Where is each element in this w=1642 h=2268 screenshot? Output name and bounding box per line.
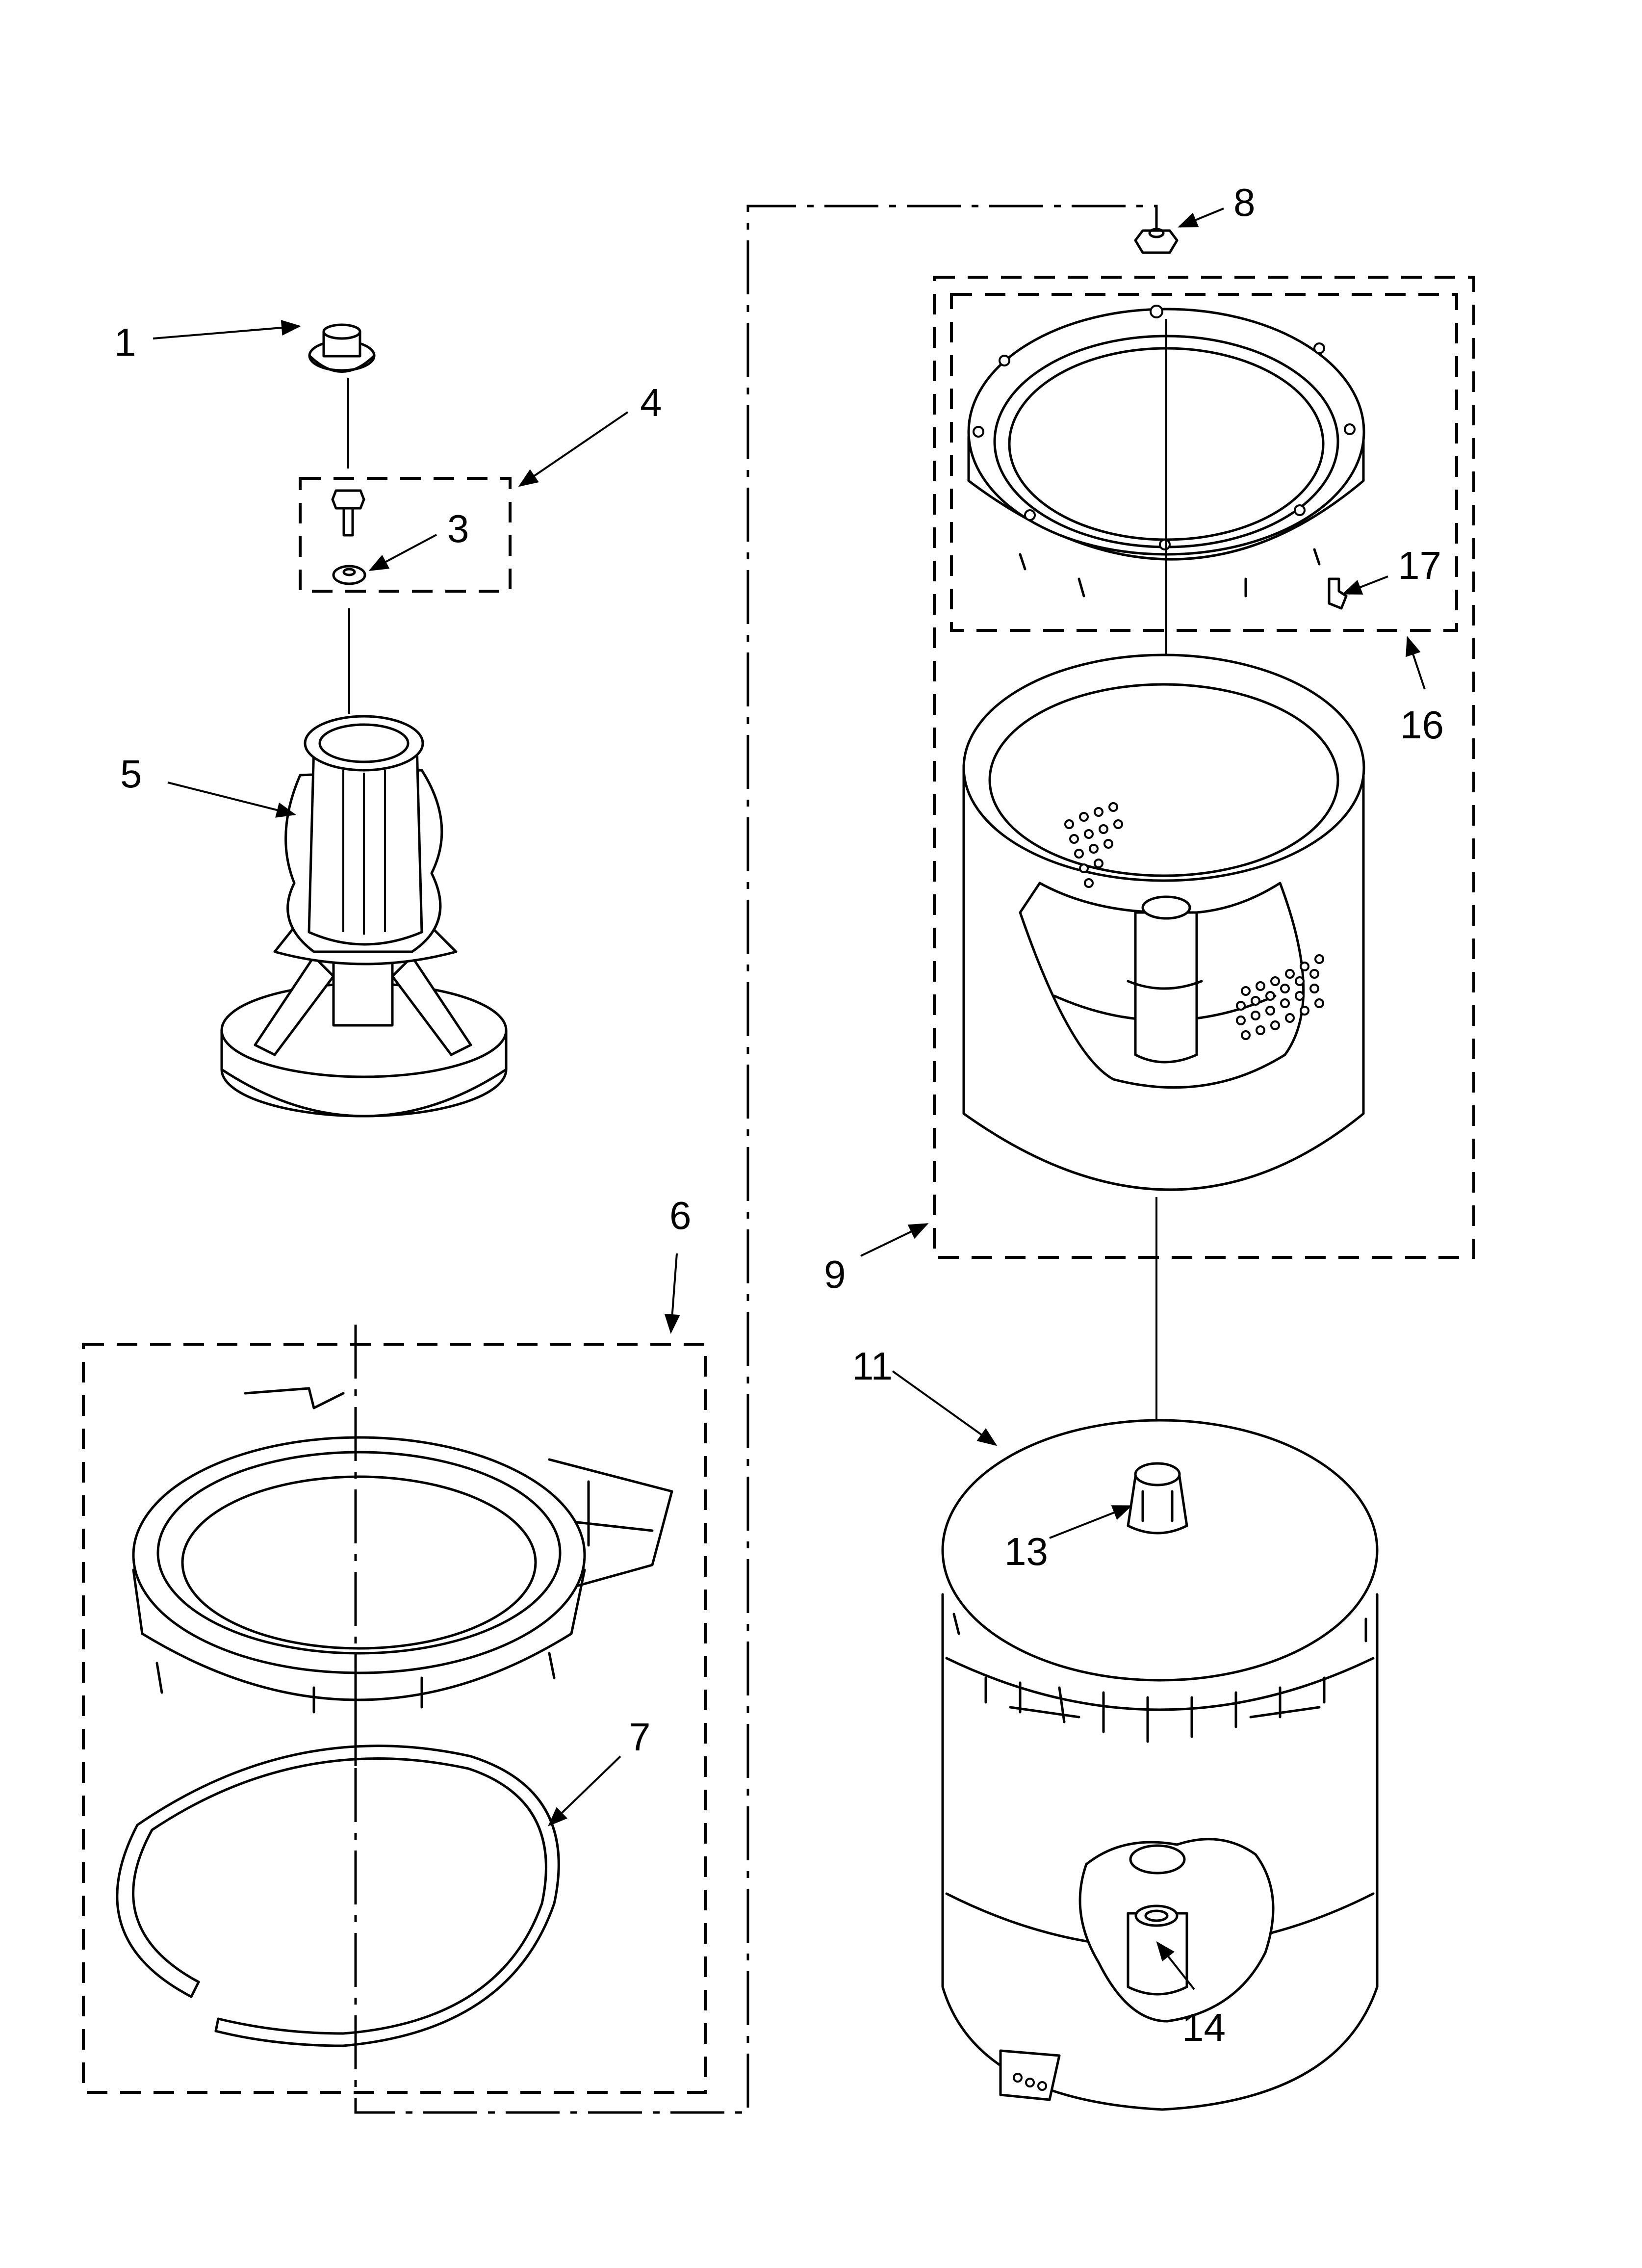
leader-4 (518, 411, 629, 487)
part-9-basket (962, 653, 1365, 1191)
label-part-14: 14 (1182, 2006, 1226, 2049)
part-16-kit-box (950, 293, 1458, 632)
leader-13 (1049, 1505, 1132, 1539)
part-4-kit-box (299, 477, 512, 593)
leader-6 (664, 1253, 680, 1334)
part-17-clip (1328, 577, 1348, 610)
part-7-snap-ring (116, 1745, 560, 2047)
leader-17 (1342, 575, 1388, 595)
part-9-kit-box (933, 276, 1475, 1259)
part-3-washer (332, 565, 366, 585)
basket-holes-right (1236, 954, 1324, 1040)
part-8-nut (1134, 228, 1179, 254)
label-part-11: 11 (852, 1344, 893, 1388)
leader-1 (153, 320, 301, 339)
label-part-13: 13 (1004, 1530, 1048, 1573)
leader-11 (892, 1370, 998, 1446)
label-part-3: 3 (447, 507, 469, 550)
label-part-1: 1 (114, 320, 136, 364)
leader-7 (548, 1755, 621, 1826)
leader-14 (1156, 1941, 1195, 1990)
part-13-fitting (1127, 1462, 1188, 1535)
label-part-5: 5 (120, 752, 142, 796)
leader-5 (167, 782, 296, 818)
label-part-9: 9 (824, 1252, 846, 1296)
leader-3 (368, 534, 437, 571)
label-part-8: 8 (1233, 181, 1256, 224)
basket-holes-left (1064, 802, 1123, 888)
part-1-cap (308, 323, 376, 373)
label-part-4: 4 (640, 381, 662, 424)
part-bolt (331, 489, 365, 537)
part-11-outer-tub (941, 1419, 1379, 2111)
leader-8 (1178, 208, 1224, 228)
leader-16 (1406, 636, 1426, 690)
assembly-connector-line (354, 205, 1158, 2114)
part-6-tub-ring (132, 1387, 673, 1714)
part-5-agitator (220, 715, 508, 1118)
part-6-kit-box (82, 1343, 707, 2094)
leader-9 (860, 1223, 929, 1257)
label-part-16: 16 (1400, 703, 1444, 747)
label-part-6: 6 (669, 1194, 692, 1237)
label-part-7: 7 (629, 1715, 651, 1759)
label-part-17: 17 (1398, 544, 1441, 587)
